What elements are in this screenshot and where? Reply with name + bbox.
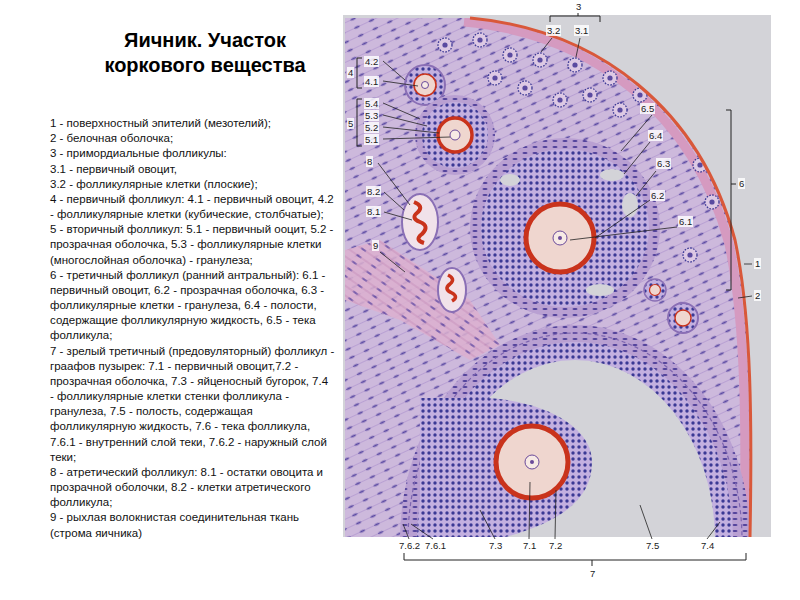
callout-number: 4.1 [364, 76, 379, 87]
callout-number: 4 [347, 67, 354, 78]
mature-follicle [400, 325, 750, 600]
secondary-follicle [415, 95, 495, 175]
callout-number: 7.3 [488, 540, 503, 551]
callout-number: 7.4 [700, 540, 715, 551]
callout-number: 7 [589, 568, 596, 579]
callout-number: 7.5 [645, 540, 660, 551]
callout-number: 3 [575, 1, 582, 12]
callout-number: 5.1 [364, 134, 379, 145]
callout-number: 2 [754, 290, 761, 301]
atretic-follicle [402, 194, 466, 312]
callout-number: 7.6.2 [398, 540, 421, 551]
callout-number: 6 [738, 178, 745, 189]
callout-number: 6.1 [678, 216, 693, 227]
tertiary-follicle [470, 138, 660, 318]
callout-number: 5 [347, 118, 354, 129]
legend-entry: 9 - рыхлая волокнистая соединительная тк… [50, 510, 335, 540]
callout-number: 6.5 [640, 103, 655, 114]
leader-lines [378, 38, 752, 539]
callout-number: 7.1 [522, 540, 537, 551]
label-brackets [357, 13, 746, 566]
callout-number: 8 [366, 156, 373, 167]
callout-number: 6.4 [648, 130, 663, 141]
surface-epithelium [470, 18, 751, 537]
callout-number: 8.1 [366, 206, 381, 217]
callout-number: 3.2 [546, 25, 561, 36]
legend-entry: 1 - поверхностный эпителий (мезотелий); [50, 116, 335, 131]
callout-number: 4.2 [364, 56, 379, 67]
callout-number: 5.2 [364, 122, 379, 133]
callout-number: 5.3 [364, 110, 379, 121]
callout-number: 3.1 [574, 25, 589, 36]
callout-number: 1 [754, 258, 761, 269]
legend-entry: 5 - вторичный фолликул: 5.1 - первичный … [50, 222, 335, 268]
primary-follicle [405, 65, 698, 333]
legend-entry: 8 - атретический фолликул: 8.1 - остатки… [50, 465, 335, 511]
callout-number: 7.6.1 [424, 540, 447, 551]
callout-number: 7.2 [548, 540, 563, 551]
legend-entry: 2 - белочная оболочка; [50, 131, 335, 146]
legend-entry: 6 - третичный фолликул (ранний антральны… [50, 268, 335, 344]
callout-number: 6.3 [656, 158, 671, 169]
legend-entry: 3.1 - первичный овоцит, [50, 162, 335, 177]
callout-number: 8.2 [366, 186, 381, 197]
callout-number: 5.4 [364, 98, 379, 109]
callout-number: 6.2 [650, 190, 665, 201]
callout-number: 9 [372, 240, 379, 251]
legend-entry: 3.2 - фолликулярные клетки (плоские); [50, 177, 335, 192]
figure-title: Яичник. Участок коркового вещества [95, 28, 315, 78]
legend-list: 1 - поверхностный эпителий (мезотелий);2… [50, 116, 335, 541]
legend-entry: 3 - примордиальные фолликулы: [50, 146, 335, 161]
legend-entry: 4 - первичный фолликул: 4.1 - первичный … [50, 192, 335, 222]
legend-entry: 7 - зрелый третичный (предовуляторный) ф… [50, 344, 335, 465]
